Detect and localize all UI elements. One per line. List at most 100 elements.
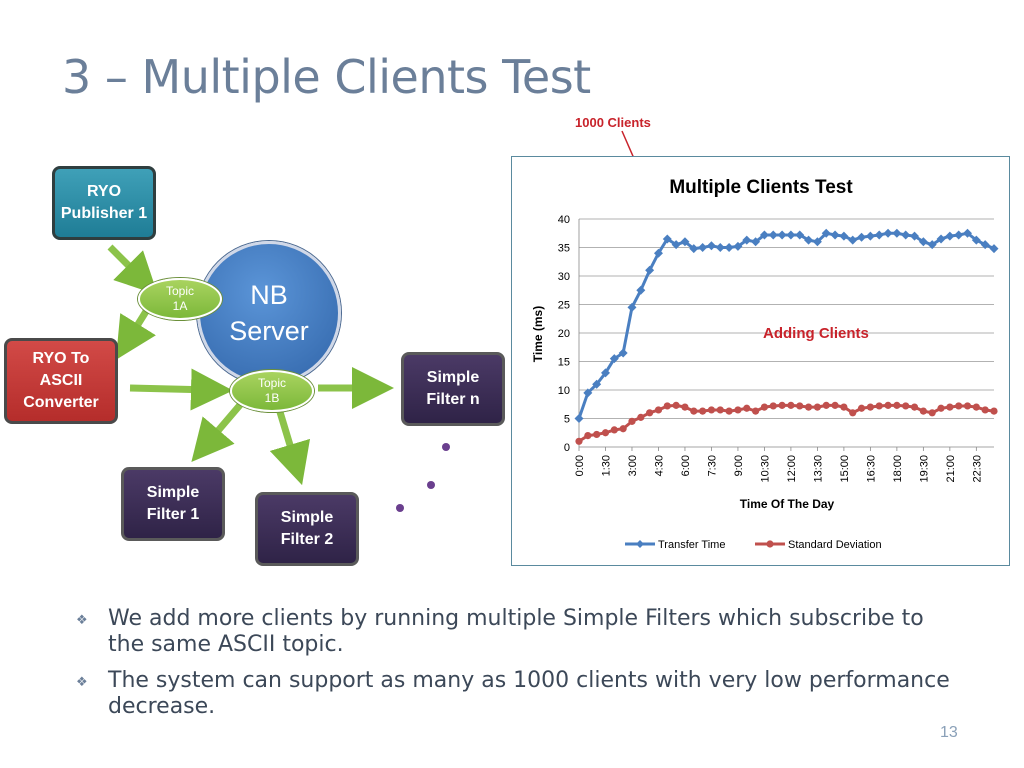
data-point — [954, 230, 964, 240]
data-point — [733, 241, 743, 251]
data-point — [742, 235, 752, 245]
data-point — [839, 231, 849, 241]
data-point — [681, 403, 689, 411]
data-point — [618, 348, 628, 358]
data-point — [874, 230, 884, 240]
data-point — [963, 402, 972, 410]
data-point — [769, 402, 777, 410]
y-tick-label: 30 — [558, 271, 570, 283]
data-point — [689, 244, 699, 254]
data-point — [848, 235, 858, 245]
data-point — [936, 234, 946, 244]
data-point — [751, 407, 760, 415]
x-tick-label: 12:00 — [786, 455, 798, 483]
x-tick-label: 13:30 — [812, 455, 824, 483]
x-tick-label: 6:00 — [680, 455, 692, 476]
data-point — [768, 230, 778, 240]
data-point — [698, 243, 708, 252]
x-tick-label: 15:00 — [839, 455, 851, 483]
x-tick-label: 0:00 — [574, 455, 586, 476]
simple-filter-n-box: Simple Filter n — [401, 352, 505, 426]
data-point — [663, 402, 671, 410]
data-point — [724, 243, 734, 252]
data-point — [893, 401, 901, 409]
data-point — [593, 430, 601, 439]
data-point — [662, 234, 672, 244]
data-point — [778, 401, 786, 409]
data-point — [990, 407, 998, 415]
bullet-list: We add more clients by running multiple … — [76, 606, 956, 730]
bullet-item: We add more clients by running multiple … — [76, 606, 956, 658]
data-point — [937, 404, 945, 412]
data-point — [963, 228, 973, 238]
topic-1b-bubble: Topic 1B — [230, 370, 314, 412]
data-point — [883, 228, 893, 238]
ellipsis-dot — [427, 481, 435, 489]
data-point — [734, 406, 742, 414]
y-tick-label: 25 — [558, 300, 570, 312]
data-point — [574, 414, 584, 423]
data-point — [831, 401, 839, 409]
data-point — [627, 302, 637, 312]
data-point — [865, 231, 875, 241]
data-point — [927, 240, 937, 250]
data-point — [866, 403, 874, 411]
x-tick-label: 10:30 — [759, 455, 771, 483]
data-point — [955, 402, 963, 410]
data-point — [821, 228, 831, 238]
data-point — [707, 406, 716, 414]
page-number: 13 — [940, 724, 958, 741]
nb-server-circle: NB Server — [197, 241, 341, 385]
data-point — [706, 241, 716, 251]
data-point — [671, 240, 681, 250]
simple-filter-1-box: Simple Filter 1 — [121, 467, 225, 541]
y-tick-label: 15 — [558, 357, 570, 369]
legend-label: Standard Deviation — [788, 539, 882, 551]
data-point — [628, 417, 636, 425]
data-point — [830, 230, 840, 240]
data-point — [875, 402, 883, 410]
x-tick-label: 22:30 — [971, 455, 983, 483]
ryo-converter-box: RYO To ASCII Converter — [4, 338, 118, 424]
x-axis-label: Time Of The Day — [740, 497, 835, 511]
data-point — [636, 285, 646, 295]
data-point — [699, 407, 707, 415]
data-point — [610, 426, 618, 434]
data-point — [884, 401, 892, 409]
data-point — [690, 407, 698, 415]
y-tick-label: 35 — [558, 243, 570, 255]
data-point — [901, 230, 911, 240]
legend-marker — [766, 540, 774, 548]
data-point — [910, 403, 919, 411]
data-point — [637, 413, 645, 421]
data-point — [672, 401, 680, 409]
ryo-publisher-box: RYO Publisher 1 — [52, 166, 156, 240]
data-point — [777, 230, 787, 240]
ellipsis-dot — [442, 443, 450, 451]
data-point — [787, 401, 795, 409]
data-point — [804, 403, 813, 411]
data-point — [910, 231, 920, 241]
y-tick-label: 10 — [558, 385, 570, 397]
data-point — [646, 409, 654, 417]
topic-1a-bubble: Topic 1A — [138, 278, 222, 320]
data-point — [584, 432, 592, 440]
x-tick-label: 19:30 — [918, 455, 930, 483]
data-point — [945, 231, 955, 241]
data-point — [928, 409, 936, 417]
y-tick-label: 40 — [558, 214, 570, 226]
annotation-adding-clients: Adding Clients — [763, 325, 869, 342]
x-tick-label: 18:00 — [892, 455, 904, 483]
x-tick-label: 3:00 — [627, 455, 639, 476]
slide-title: 3 – Multiple Clients Test — [62, 50, 591, 104]
data-point — [918, 237, 928, 247]
data-point — [919, 407, 927, 415]
data-point — [759, 230, 769, 240]
x-tick-label: 4:30 — [653, 455, 665, 476]
data-point — [822, 401, 830, 409]
data-point — [980, 240, 990, 250]
data-point — [575, 437, 583, 445]
arrow-converter-to-topic — [129, 368, 233, 411]
arrow-publisher-to-topic — [107, 244, 158, 295]
